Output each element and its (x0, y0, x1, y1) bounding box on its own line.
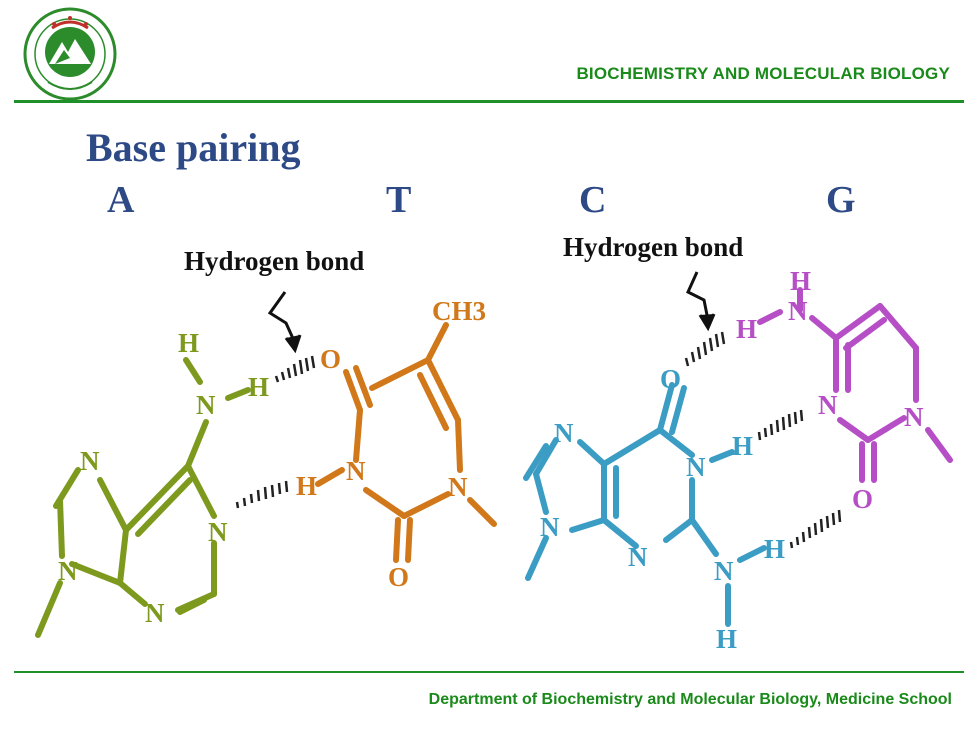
adenine-atom-h: H (248, 372, 269, 402)
cytosine-atom-o: O (852, 484, 873, 514)
guanine-atom-h: H (716, 624, 737, 654)
cytosine-atom-h: H (790, 266, 811, 296)
arrow-icon-right (686, 271, 716, 332)
adenine-atom-n: N (208, 517, 228, 547)
adenine-atom-n: N (58, 556, 78, 586)
guanine-atom-o: O (660, 364, 681, 394)
slide-title: Base pairing (86, 125, 301, 170)
guanine-atom-n: N (686, 452, 706, 482)
thymine-atom-o: O (320, 344, 341, 374)
cytosine-atom-n: N (818, 390, 838, 420)
base-label-a: A (107, 179, 135, 221)
hydrogen-bond-label-left: Hydrogen bond (184, 246, 365, 276)
cytosine-atom-h: H (736, 314, 757, 344)
header-divider (14, 100, 964, 103)
adenine-atom-n: N (196, 390, 216, 420)
guanine-atom-n: N (540, 512, 560, 542)
cytosine-atom-n: N (904, 402, 924, 432)
thymine-atom-h: H (296, 471, 317, 501)
guanine-atom-h: H (732, 431, 753, 461)
adenine-atom-n: N (80, 446, 100, 476)
cytosine-atom-n: N (788, 296, 808, 326)
thymine-atom-n: N (346, 456, 366, 486)
hydrogen-bond-label-right: Hydrogen bond (563, 232, 744, 262)
footer-divider (14, 671, 964, 673)
guanine-atom-n: N (554, 418, 574, 448)
guanine-atom-n: N (714, 556, 734, 586)
footer-department: Department of Biochemistry and Molecular… (428, 691, 952, 708)
arrow-icon-left (267, 291, 302, 354)
adenine-atom-h: H (178, 328, 199, 358)
guanine-atom-h: H (764, 534, 785, 564)
guanine-atom-n: N (628, 542, 648, 572)
base-label-g: G (826, 179, 856, 221)
university-logo (23, 7, 117, 101)
thymine-atom-n: N (448, 472, 468, 502)
base-label-t: T (386, 179, 412, 221)
thymine-atom-ch3: CH3 (432, 296, 486, 326)
adenine-structure (35, 357, 251, 638)
adenine-atom-n: N (145, 598, 165, 628)
thymine-structure (315, 322, 497, 563)
base-label-c: C (579, 179, 607, 221)
cytosine-structure (757, 287, 953, 483)
thymine-atom-o: O (388, 562, 409, 592)
guanine-structure (523, 382, 767, 627)
course-header-title: BIOCHEMISTRY AND MOLECULAR BIOLOGY (576, 64, 950, 83)
